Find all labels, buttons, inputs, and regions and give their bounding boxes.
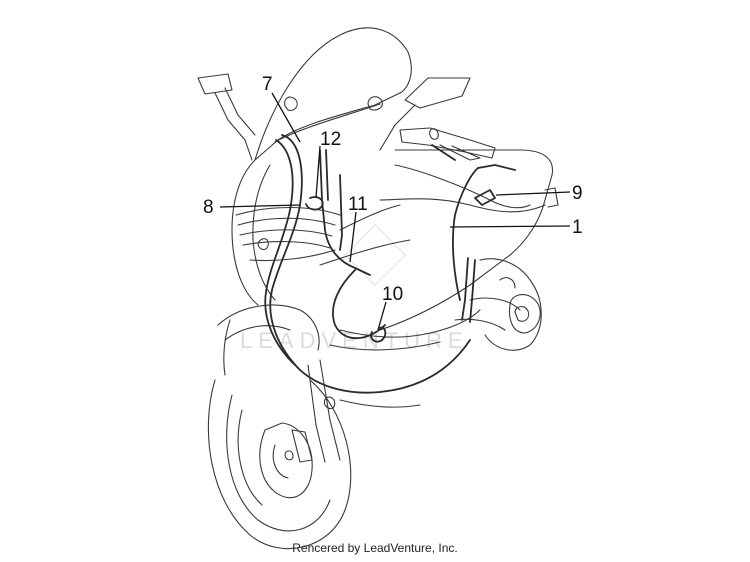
callout-12: 12 <box>320 129 341 150</box>
callout-8: 8 <box>203 197 214 218</box>
callout-labels: 7 12 8 11 9 1 10 <box>203 74 583 305</box>
callout-1: 1 <box>572 217 583 238</box>
scooter-outline <box>197 27 559 550</box>
callout-9: 9 <box>572 183 583 204</box>
footer-credit: Rencered by LeadVenture, Inc. <box>292 541 458 555</box>
callout-10: 10 <box>382 284 403 305</box>
callout-11: 11 <box>348 194 368 215</box>
callout-7: 7 <box>262 74 273 95</box>
cables <box>264 134 516 394</box>
watermark: LEADVENTURE <box>240 224 463 353</box>
callout-leaders <box>219 92 571 331</box>
